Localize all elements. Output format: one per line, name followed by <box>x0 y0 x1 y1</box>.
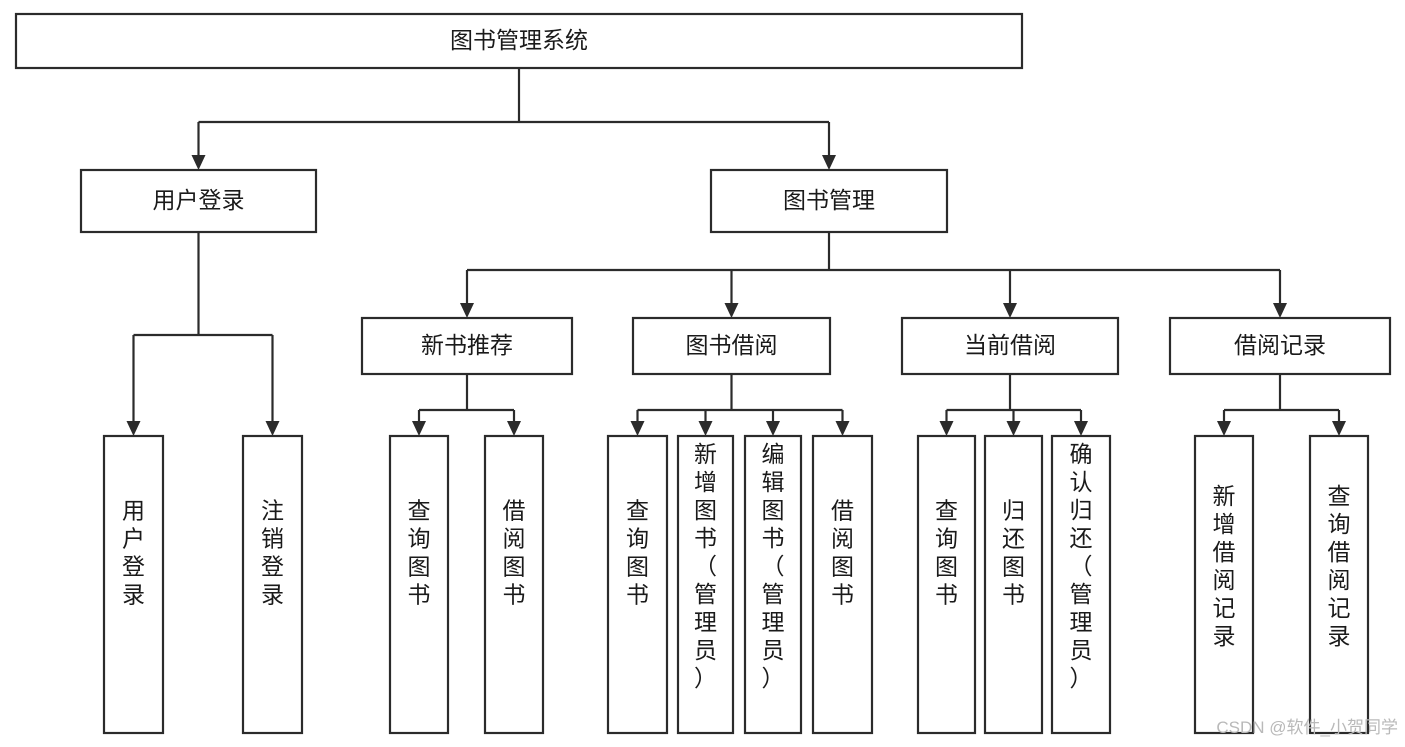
node-borrow-record[interactable]: 借阅记录 <box>1168 316 1392 376</box>
node-box-borrow-record <box>1168 316 1392 376</box>
connector-to-user-login-head <box>191 155 206 170</box>
node-label-leaf-query-book-borrow: 查询图书 <box>626 498 649 608</box>
connector-to-leaf-logout-head <box>265 421 280 436</box>
node-label-book-management: 图书管理 <box>783 187 875 213</box>
node-leaf-confirm-return[interactable]: 确认归还（管理员） <box>1050 434 1112 735</box>
connector-to-book-borrow-head <box>724 303 739 318</box>
node-box-leaf-return-book <box>983 434 1044 735</box>
connector-to-leaf-add-borrow-record-head <box>1217 421 1231 436</box>
node-label-leaf-confirm-return: 确认归还（管理员） <box>1070 441 1093 691</box>
connector-to-leaf-query-book-borrow-head <box>630 421 645 436</box>
node-box-leaf-borrow-book <box>811 434 874 735</box>
node-label-leaf-add-book: 新增图书（管理员） <box>694 441 717 691</box>
node-box-leaf-confirm-return <box>1050 434 1112 735</box>
connector-to-leaf-query-book-current-head <box>939 421 954 436</box>
node-label-leaf-query-book-recommend: 查询图书 <box>408 498 431 608</box>
node-box-leaf-query-book-recommend <box>388 434 450 735</box>
node-label-leaf-borrow-book-recommend: 借阅图书 <box>503 498 526 608</box>
node-label-leaf-user-login: 用户登录 <box>122 498 145 608</box>
node-box-leaf-edit-book <box>743 434 803 735</box>
node-leaf-edit-book[interactable]: 编辑图书（管理员） <box>743 434 803 735</box>
connector-to-leaf-borrow-book-head <box>835 421 850 436</box>
node-leaf-user-login[interactable]: 用户登录 <box>102 434 165 735</box>
node-box-root <box>14 12 1024 70</box>
node-label-leaf-logout: 注销登录 <box>261 498 284 608</box>
node-leaf-borrow-book[interactable]: 借阅图书 <box>811 434 874 735</box>
node-leaf-return-book[interactable]: 归还图书 <box>983 434 1044 735</box>
node-leaf-query-borrow-record[interactable]: 查询借阅记录 <box>1308 434 1370 735</box>
node-leaf-query-book-recommend[interactable]: 查询图书 <box>388 434 450 735</box>
node-box-leaf-query-book-borrow <box>606 434 669 735</box>
node-box-leaf-query-borrow-record <box>1308 434 1370 735</box>
node-label-new-book-recommend: 新书推荐 <box>421 332 513 358</box>
connector-to-current-borrow-head <box>1003 303 1017 318</box>
node-book-borrow[interactable]: 图书借阅 <box>631 316 832 376</box>
node-box-leaf-logout <box>241 434 304 735</box>
node-label-leaf-return-book: 归还图书 <box>1002 498 1025 608</box>
connector-to-leaf-edit-book-head <box>766 421 780 436</box>
connector-to-leaf-query-borrow-record-head <box>1332 421 1346 436</box>
connector-layer <box>126 68 1346 436</box>
node-leaf-query-book-current[interactable]: 查询图书 <box>916 434 977 735</box>
node-leaf-borrow-book-recommend[interactable]: 借阅图书 <box>483 434 545 735</box>
node-box-leaf-add-book <box>676 434 735 735</box>
node-box-new-book-recommend <box>360 316 574 376</box>
node-book-management[interactable]: 图书管理 <box>709 168 949 234</box>
node-label-leaf-borrow-book: 借阅图书 <box>831 498 854 608</box>
connector-to-book-management-head <box>822 155 836 170</box>
watermark-label: CSDN @软件_小贺同学 <box>1216 718 1398 737</box>
node-label-leaf-add-borrow-record: 新增借阅记录 <box>1213 483 1236 649</box>
node-root[interactable]: 图书管理系统 <box>14 12 1024 70</box>
connector-to-leaf-query-book-recommend-head <box>412 421 426 436</box>
connector-to-leaf-add-book-head <box>698 421 713 436</box>
node-label-book-borrow: 图书借阅 <box>686 332 778 358</box>
connector-to-borrow-record-head <box>1273 303 1287 318</box>
node-label-leaf-query-borrow-record: 查询借阅记录 <box>1328 483 1351 649</box>
node-leaf-query-book-borrow[interactable]: 查询图书 <box>606 434 669 735</box>
connector-to-new-book-recommend-head <box>460 303 474 318</box>
node-label-root: 图书管理系统 <box>450 27 588 53</box>
connector-to-leaf-confirm-return-head <box>1074 421 1088 436</box>
node-label-leaf-query-book-current: 查询图书 <box>935 498 958 608</box>
node-new-book-recommend[interactable]: 新书推荐 <box>360 316 574 376</box>
node-label-current-borrow: 当前借阅 <box>964 332 1056 358</box>
node-box-book-borrow <box>631 316 832 376</box>
node-leaf-logout[interactable]: 注销登录 <box>241 434 304 735</box>
node-current-borrow[interactable]: 当前借阅 <box>900 316 1120 376</box>
connector-to-leaf-user-login-head <box>126 421 141 436</box>
node-label-leaf-edit-book: 编辑图书（管理员） <box>762 441 785 691</box>
node-box-leaf-query-book-current <box>916 434 977 735</box>
node-user-login[interactable]: 用户登录 <box>79 168 318 234</box>
node-box-leaf-borrow-book-recommend <box>483 434 545 735</box>
node-box-current-borrow <box>900 316 1120 376</box>
node-label-user-login: 用户登录 <box>153 187 245 213</box>
node-label-borrow-record: 借阅记录 <box>1234 332 1326 358</box>
node-leaf-add-book[interactable]: 新增图书（管理员） <box>676 434 735 735</box>
node-box-leaf-user-login <box>102 434 165 735</box>
connector-to-leaf-borrow-book-recommend-head <box>507 421 521 436</box>
node-leaf-add-borrow-record[interactable]: 新增借阅记录 <box>1193 434 1255 735</box>
node-box-leaf-add-borrow-record <box>1193 434 1255 735</box>
connector-to-leaf-return-book-head <box>1006 421 1021 436</box>
node-box-book-management <box>709 168 949 234</box>
node-layer: 图书管理系统用户登录图书管理新书推荐图书借阅当前借阅借阅记录用户登录注销登录查询… <box>14 12 1392 735</box>
node-box-user-login <box>79 168 318 234</box>
